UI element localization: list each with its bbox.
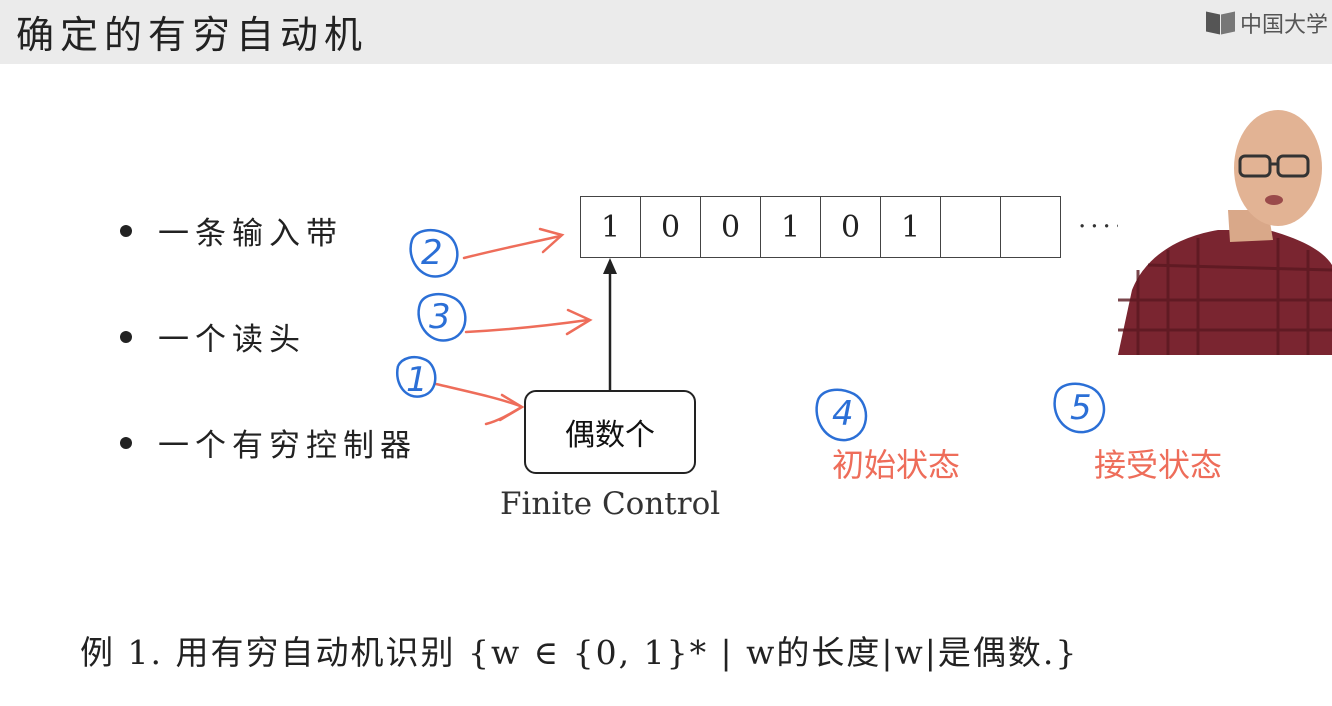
bullet-label: 一条输入带 (158, 216, 343, 252)
finite-control-label: Finite Control (500, 486, 721, 522)
bullet-label: 一个有穷控制器 (158, 428, 417, 464)
input-tape: 1 0 0 1 0 1 (580, 196, 1061, 258)
accept-state-label: 接受状态 (1094, 446, 1223, 484)
bullet-dot-icon (120, 436, 132, 449)
circle-5-icon (1053, 382, 1106, 434)
red-arrow-control (434, 382, 525, 426)
bullet-finite-controller: 一个有穷控制器 (120, 420, 417, 465)
title-bar: 确定的有穷自动机 中国大学 (0, 0, 1332, 64)
circle-4-icon (815, 388, 868, 442)
bullet-label: 一个读头 (158, 322, 306, 358)
initial-state-label: 初始状态 (832, 446, 961, 484)
annotation-number-4: 4 (832, 394, 854, 434)
tape-cell: 0 (821, 197, 881, 257)
circle-2-icon (409, 228, 459, 278)
bullet-read-head: 一个读头 (120, 314, 306, 359)
annotation-number-1: 1 (406, 360, 428, 400)
bullet-input-tape: 一条输入带 (120, 208, 343, 253)
logo: 中国大学 (1206, 6, 1332, 40)
example-text: 例 1. 用有穷自动机识别 {w ∈ {0, 1}* | w的长度|w|是偶数.… (80, 633, 1079, 672)
circle-3-icon (417, 292, 467, 342)
tape-cell: 0 (701, 197, 761, 257)
read-head-arrow (603, 258, 617, 390)
logo-text: 中国大学 (1240, 13, 1329, 38)
annotation-number-2: 2 (421, 233, 443, 273)
bullet-dot-icon (120, 330, 132, 343)
tape-cell: 1 (761, 197, 821, 257)
tape-cell: 0 (641, 197, 701, 257)
circle-1-icon (395, 355, 437, 398)
page-title: 确定的有穷自动机 (16, 13, 369, 57)
annotation-number-3: 3 (429, 297, 451, 337)
tape-cell: 1 (881, 197, 941, 257)
presenter-video (1118, 100, 1332, 355)
tape-cell: 1 (581, 197, 641, 257)
annotation-number-5: 5 (1070, 388, 1092, 428)
bullet-dot-icon (120, 224, 132, 237)
red-arrow-head (464, 308, 593, 336)
red-arrow-tape (462, 227, 565, 260)
finite-control-box: 偶数个 (524, 390, 696, 474)
tape-cell (941, 197, 1001, 257)
